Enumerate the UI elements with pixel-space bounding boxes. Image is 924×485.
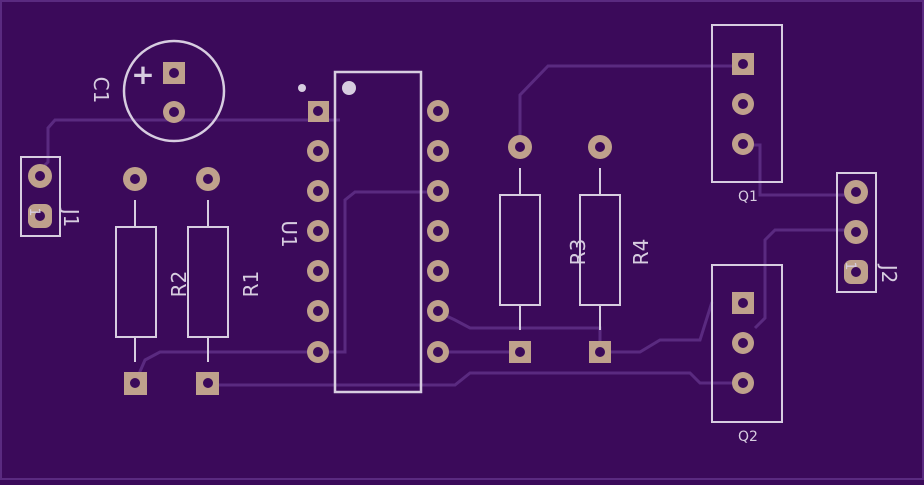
trace-r4-q2 <box>600 301 714 354</box>
q1-label: Q1 <box>738 189 758 205</box>
connector-j2: 1 J2 <box>836 172 901 293</box>
trace-r2-u1 <box>133 350 318 384</box>
transistor-q1: Q1 <box>711 24 783 205</box>
j1-label: J1 <box>59 207 83 228</box>
trace-j1-u1 <box>38 118 340 172</box>
transistor-q2: Q2 <box>711 264 783 445</box>
j1-pin1-marker: 1 <box>26 208 42 217</box>
trace-q2-r1 <box>215 371 740 387</box>
trace-u1-r4 <box>437 310 602 352</box>
resistor-r1: R1 <box>187 167 263 395</box>
j2-label: J2 <box>877 263 901 284</box>
u1-orientation-mark <box>342 81 356 95</box>
capacitor-c1: + C1 <box>89 39 226 143</box>
trace-j2-q2 <box>753 228 855 330</box>
c1-label: C1 <box>89 77 113 104</box>
traces <box>38 64 855 387</box>
resistor-r4: R4 <box>579 135 653 363</box>
connector-j1: 1 J1 <box>20 156 83 237</box>
u1-pin1-dot <box>298 84 306 92</box>
q2-label: Q2 <box>738 429 758 445</box>
c1-polarity-mark: + <box>131 58 154 91</box>
u1-right-pads <box>427 100 449 363</box>
ic-u1: U1 <box>277 70 449 394</box>
resistor-r3: R3 <box>499 135 590 363</box>
r3-label: R3 <box>566 239 590 266</box>
r1-label: R1 <box>239 271 263 298</box>
j2-pin1-marker: 1 <box>842 262 858 271</box>
u1-label: U1 <box>277 220 301 247</box>
r4-label: R4 <box>629 239 653 266</box>
trace-r3-q1 <box>518 64 740 145</box>
